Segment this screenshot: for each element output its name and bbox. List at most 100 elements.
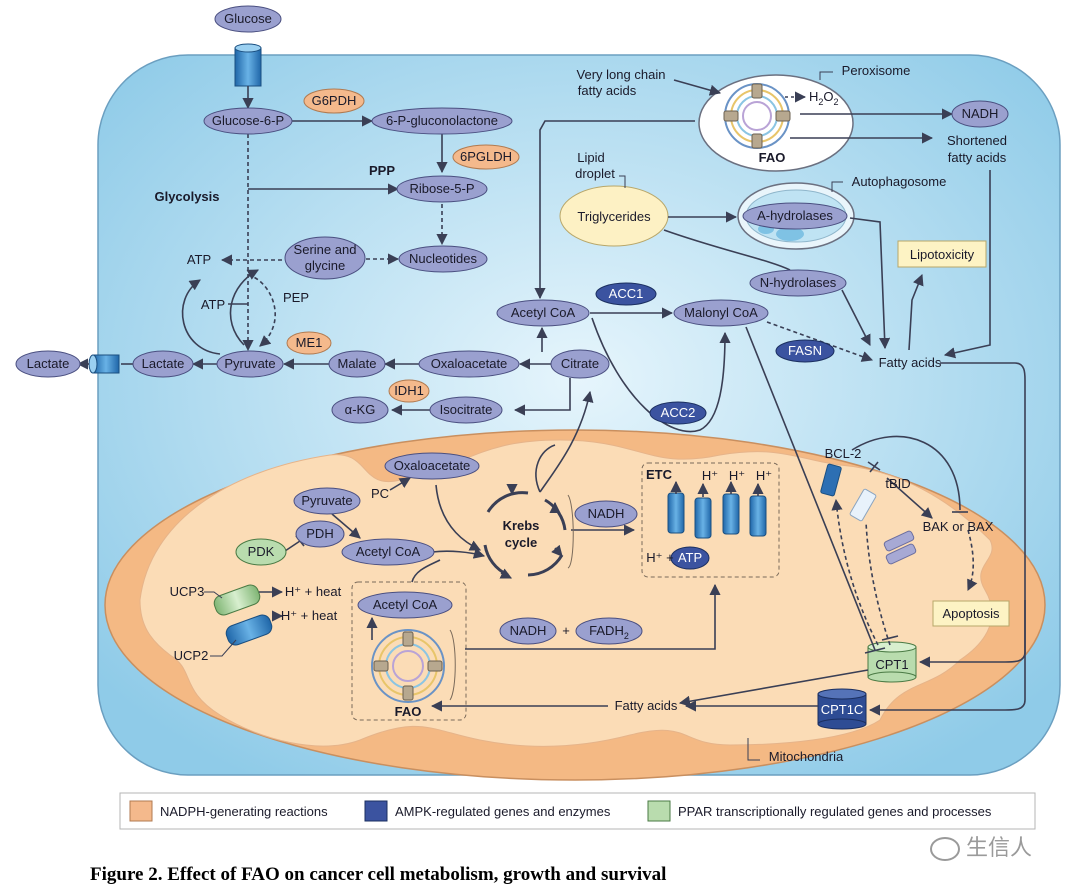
fao-acetyl-coa-label: Acetyl CoA xyxy=(373,597,438,612)
lactate-out-label: Lactate xyxy=(27,356,70,371)
cpt1c-label: CPT1C xyxy=(821,702,864,717)
krebs-label-line1: Krebs xyxy=(503,518,540,533)
hplus-label-2: H⁺ xyxy=(729,468,745,483)
apoptosis-label: Apoptosis xyxy=(942,606,1000,621)
bak-bax-label: BAK or BAX xyxy=(923,519,994,534)
mito-fao-pores xyxy=(373,631,443,701)
cpt1c-channel xyxy=(817,688,867,730)
hplus-label-1: H⁺ xyxy=(702,468,718,483)
legend-ppar-label: PPAR transcriptionally regulated genes a… xyxy=(678,804,992,819)
idh1-label: IDH1 xyxy=(394,383,424,398)
lactate-transporter xyxy=(88,354,120,374)
ppp-label: PPP xyxy=(369,163,395,178)
lipid-label-line1: Lipid xyxy=(577,150,604,165)
pep-label: PEP xyxy=(283,290,309,305)
etc-complexes xyxy=(667,492,767,539)
ucp2-channel xyxy=(225,614,273,646)
glucose-label: Glucose xyxy=(224,11,272,26)
serine-label-line1: Serine and xyxy=(294,242,357,257)
glucose-6-p-label: Glucose-6-P xyxy=(212,113,284,128)
shortened-label-line2: fatty acids xyxy=(948,150,1007,165)
h2o2-label: H2O2 xyxy=(809,89,839,107)
legend-ppar-swatch xyxy=(647,800,671,822)
a-hydrolases-label: A-hydrolases xyxy=(757,208,833,223)
atp-pep-label: ATP xyxy=(201,297,225,312)
heat-label-1: H⁺ + heat xyxy=(285,584,342,599)
gluconolactone-label: 6-P-gluconolactone xyxy=(386,113,498,128)
lipid-label-line2: droplet xyxy=(575,166,615,181)
ucp3-label: UCP3 xyxy=(170,584,205,599)
ucp3-channel xyxy=(213,584,261,616)
lipid-droplet xyxy=(559,185,669,247)
edges xyxy=(76,79,1026,716)
pc-label: PC xyxy=(371,486,389,501)
serine-label-line2: glycine xyxy=(305,258,345,273)
mito-acetyl-coa-label: Acetyl CoA xyxy=(356,544,421,559)
nucleotides-label: Nucleotides xyxy=(409,251,477,266)
bak-bax-protein xyxy=(883,530,917,565)
tbid-protein xyxy=(849,488,877,522)
tbid-label: tBID xyxy=(885,476,910,491)
autophagosome-label: Autophagosome xyxy=(852,174,947,189)
fatty-acids-mito-label: Fatty acids xyxy=(615,698,678,713)
oxaloacetate-label: Oxaloacetate xyxy=(431,356,508,371)
node-shapes xyxy=(15,5,1010,645)
mito-pyruvate-label: Pyruvate xyxy=(301,493,352,508)
fao-peroxisome-label: FAO xyxy=(759,150,786,165)
fatty-acids-cytosol-label: Fatty acids xyxy=(879,355,942,370)
nadh-bottom-label: NADH xyxy=(510,623,547,638)
figure-caption: Figure 2. Effect of FAO on cancer cell m… xyxy=(90,864,667,885)
akg-label: α-KG xyxy=(345,402,376,417)
vlcfa-label-line1: Very long chain xyxy=(577,67,666,82)
fao-mito-label: FAO xyxy=(395,704,422,719)
peroxisome-pores xyxy=(723,83,791,149)
ucp2-label: UCP2 xyxy=(174,648,209,663)
hplus-label-3: H⁺ xyxy=(756,468,772,483)
legend: NADPH-generating reactions AMPK-regulate… xyxy=(119,792,1036,830)
pgldh-label: 6PGLDH xyxy=(460,149,512,164)
heat-label-2: H⁺ + heat xyxy=(281,608,338,623)
labels: Glucose Glucose-6-P G6PDH 6-P-gluconolac… xyxy=(27,11,1007,764)
pdh-label: PDH xyxy=(306,526,333,541)
watermark: 生信人 xyxy=(930,830,1032,862)
cpt1-label: CPT1 xyxy=(875,657,908,672)
legend-ampk-label: AMPK-regulated genes and enzymes xyxy=(395,804,611,819)
hplus-atp-label: H⁺ + xyxy=(646,550,673,565)
chat-bubble-icon xyxy=(930,837,960,861)
fasn-label: FASN xyxy=(788,343,822,358)
legend-ampk-swatch xyxy=(364,800,388,822)
g6pdh-label: G6PDH xyxy=(312,93,357,108)
citrate-label: Citrate xyxy=(561,356,599,371)
glycolysis-label: Glycolysis xyxy=(154,189,219,204)
me1-label: ME1 xyxy=(296,335,323,350)
mito-oxaloacetate-label: Oxaloacetate xyxy=(394,458,471,473)
legend-nadph-swatch xyxy=(129,800,153,822)
malonyl-coa-label: Malonyl CoA xyxy=(684,305,758,320)
plus-label: + xyxy=(562,623,570,638)
isocitrate-label: Isocitrate xyxy=(440,402,493,417)
fadh2-label: FADH2 xyxy=(589,623,629,641)
lactate-in-label: Lactate xyxy=(142,356,185,371)
krebs-label-line2: cycle xyxy=(505,535,538,550)
lipotoxicity-label: Lipotoxicity xyxy=(910,247,975,262)
nadh-mito-label: NADH xyxy=(588,506,625,521)
mitochondria-label: Mitochondria xyxy=(769,749,844,764)
glucose-transporter xyxy=(234,43,262,87)
peroxisome-label: Peroxisome xyxy=(842,63,911,78)
fao-mito-box xyxy=(351,581,467,721)
atp-left-label: ATP xyxy=(187,252,211,267)
vlcfa-label-line2: fatty acids xyxy=(578,83,637,98)
watermark-text: 生信人 xyxy=(966,836,1033,861)
malate-label: Malate xyxy=(337,356,376,371)
acc1-label: ACC1 xyxy=(609,286,644,301)
bcl2-label: BCL-2 xyxy=(825,446,862,461)
etc-label: ETC xyxy=(646,467,673,482)
triglycerides-label: Triglycerides xyxy=(577,209,651,224)
n-hydrolases-label: N-hydrolases xyxy=(760,275,837,290)
bcl2-protein xyxy=(820,463,842,497)
atp-etc-label: ATP xyxy=(678,550,702,565)
legend-nadph-label: NADPH-generating reactions xyxy=(160,804,328,819)
etc-box xyxy=(641,462,780,578)
krebs-cycle-ring xyxy=(483,491,567,577)
